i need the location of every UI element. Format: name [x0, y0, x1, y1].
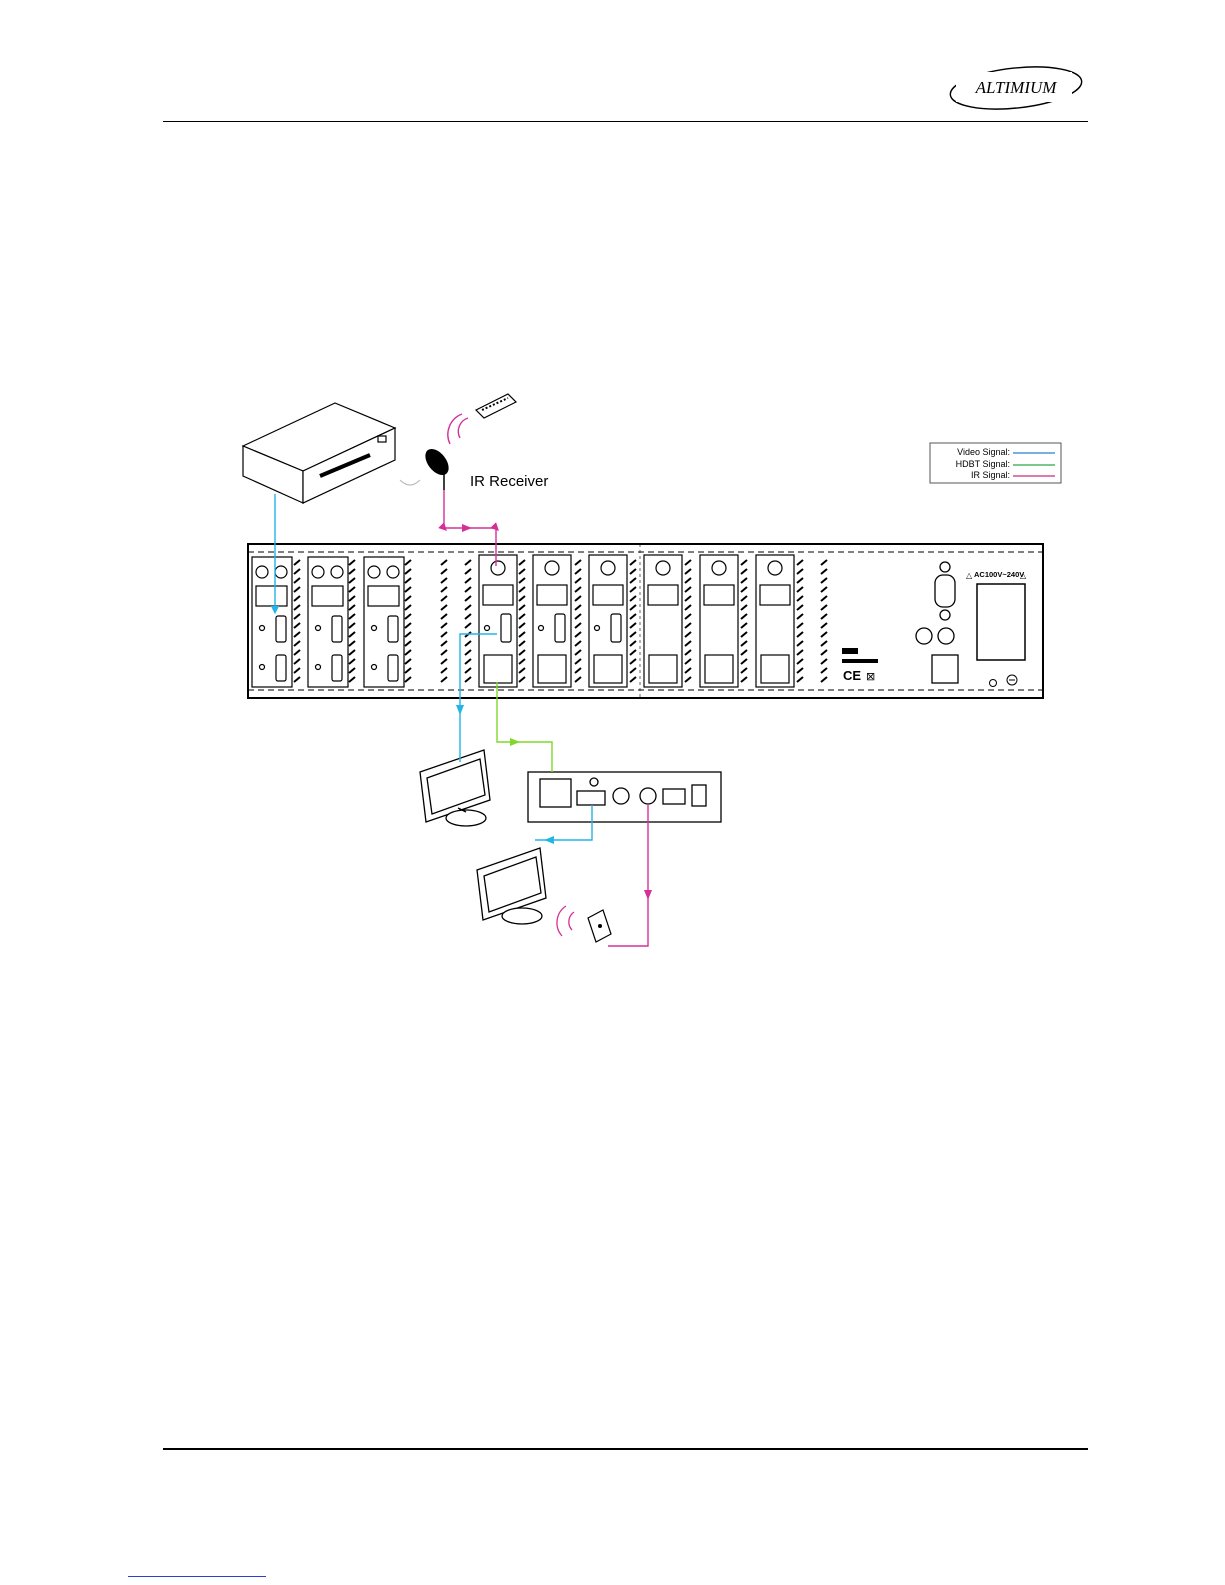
power-led-icon [990, 680, 997, 687]
label-block-icon [842, 648, 858, 654]
hdbt-receiver-icon [528, 772, 721, 822]
matrix-switcher-rear-panel: CE ⊠ AC100V~240V △ △ [248, 544, 1043, 698]
control-port-1-icon [916, 628, 932, 644]
label-bar-icon [842, 659, 878, 663]
warning-icon-right: △ [1020, 571, 1027, 580]
warning-icon: △ [966, 571, 973, 580]
connection-diagram: IR Receiver Video Signal: HDBT Signal: I… [0, 380, 1225, 980]
ce-mark-icon: CE [843, 668, 861, 683]
display-2-icon [477, 848, 546, 924]
legend-ir-label: IR Signal: [971, 470, 1010, 480]
ir-target-device-icon [557, 906, 611, 942]
input-card-3 [364, 557, 404, 687]
signal-legend: Video Signal: HDBT Signal: IR Signal: [930, 443, 1061, 483]
remote-control-icon [448, 394, 516, 444]
footer-rule [163, 1448, 1088, 1450]
output-card-4 [644, 555, 682, 687]
ethernet-port-icon [932, 655, 958, 683]
power-rating-label: AC100V~240V [974, 570, 1024, 579]
header-rule [163, 121, 1088, 122]
ir-receiver-label: IR Receiver [470, 473, 548, 490]
output-card-6 [756, 555, 794, 687]
logo-text: ALTIMIUM [975, 78, 1058, 97]
output-card-1 [479, 555, 517, 687]
ir-receiver-icon [421, 445, 454, 490]
weee-icon: ⊠ [866, 671, 875, 683]
input-card-2 [308, 557, 348, 687]
legend-video-label: Video Signal: [957, 447, 1010, 457]
ir-line-output [608, 804, 648, 946]
input-card-1 [252, 557, 292, 687]
output-card-3 [589, 555, 627, 687]
output-card-2 [533, 555, 571, 687]
legend-hdbt-label: HDBT Signal: [956, 459, 1010, 469]
footer-link-underline [128, 1576, 266, 1577]
source-player-icon [243, 380, 420, 503]
altimium-logo: ALTIMIUM [944, 62, 1088, 114]
control-port-2-icon [938, 628, 954, 644]
display-1-icon [420, 750, 490, 826]
power-inlet-icon [977, 584, 1025, 660]
output-card-5 [700, 555, 738, 687]
